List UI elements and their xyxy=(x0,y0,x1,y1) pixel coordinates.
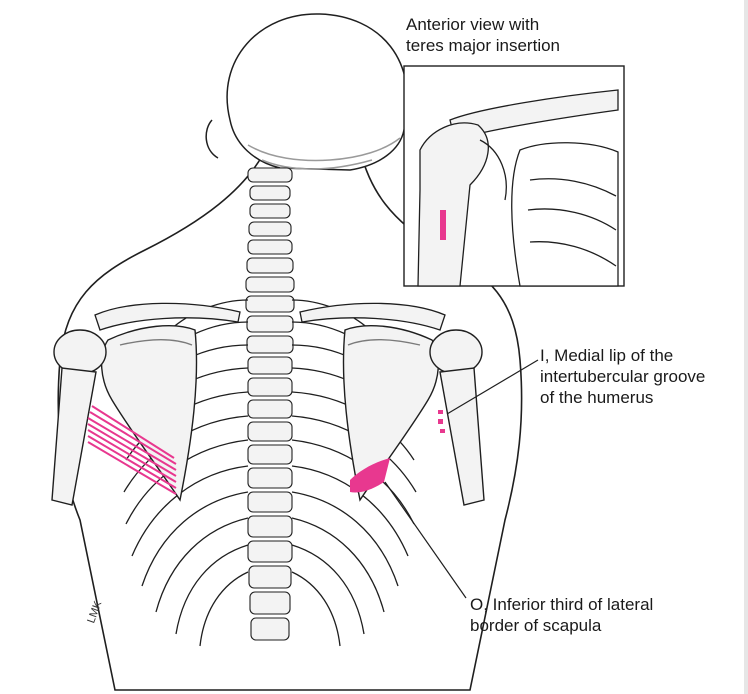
clavicles xyxy=(94,302,446,331)
insertion-label-line3: of the humerus xyxy=(540,388,654,407)
origin-label-line1: O, Inferior third of lateral xyxy=(470,595,654,614)
inset-insertion-mark xyxy=(440,210,446,240)
insertion-label-line1: I, Medial lip of the xyxy=(540,346,674,365)
humerus-right xyxy=(429,329,485,506)
inset-anterior-shoulder xyxy=(417,89,619,287)
teres-major-muscle-left xyxy=(87,405,177,495)
insertion-label: I, Medial lip of the intertubercular gro… xyxy=(540,345,705,408)
origin-label: O, Inferior third of lateral border of s… xyxy=(470,594,653,636)
insertion-label-line2: intertubercular groove xyxy=(540,367,706,386)
humerus-left xyxy=(51,329,107,506)
insertion-leader-line xyxy=(446,359,539,415)
frame-edge xyxy=(744,0,748,694)
origin-leader-line xyxy=(384,481,467,599)
leader-lines xyxy=(384,359,539,599)
inset-caption-line2: teres major insertion xyxy=(406,36,561,55)
insertion-marks xyxy=(438,410,445,433)
scapula-right xyxy=(342,325,440,502)
origin-label-line2: border of scapula xyxy=(470,616,602,635)
inset-caption-line1: Anterior view with xyxy=(406,15,540,34)
origin-area xyxy=(350,458,390,493)
inset-caption: Anterior view with teres major insertion xyxy=(406,14,560,56)
artist-signature-text: LMK xyxy=(85,599,104,625)
spine xyxy=(245,167,295,641)
head xyxy=(205,13,427,171)
inset-panel xyxy=(403,65,625,287)
artist-signature: LMK xyxy=(85,599,104,625)
